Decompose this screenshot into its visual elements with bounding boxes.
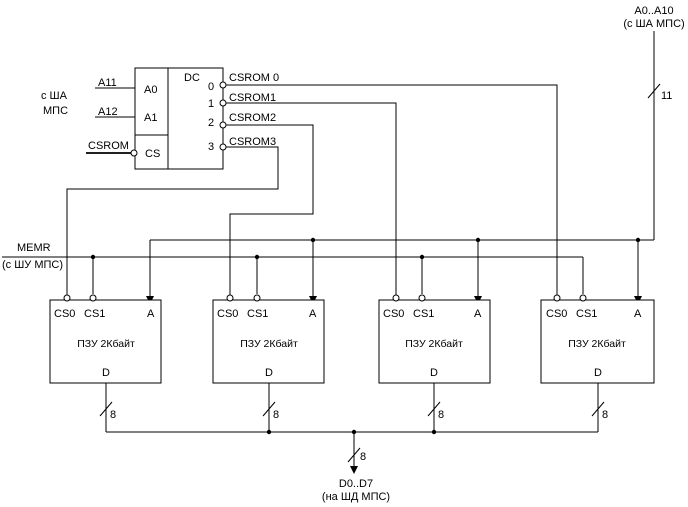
address-bus-width-label: 11 — [661, 90, 672, 102]
rom-chip-name: ПЗУ 2Кбайт — [568, 338, 626, 350]
cs0-inversion-bubble — [63, 294, 71, 302]
decoder-input-a0: A0 — [144, 84, 157, 96]
csrom-label: CSROM — [88, 140, 129, 152]
a11-label: A11 — [98, 77, 117, 89]
data-width-label: 8 — [438, 409, 444, 421]
decoder-output-0-num: 0 — [208, 81, 214, 93]
rom-chip-3: CS0 CS1 A ПЗУ 2Кбайт D — [378, 294, 491, 384]
cs0-pin-label: CS0 — [383, 308, 404, 320]
csrom1-wire — [226, 102, 397, 295]
rom-chip-name: ПЗУ 2Кбайт — [240, 338, 298, 350]
data-width-slash — [99, 401, 113, 417]
data-width-slash — [427, 401, 441, 417]
cs0-inversion-bubble — [392, 294, 400, 302]
cs0-inversion-bubble — [553, 294, 561, 302]
junction-dot — [431, 429, 437, 435]
decoder-output-2-bubble — [219, 121, 227, 129]
cs1-pin-label: CS1 — [576, 308, 597, 320]
cs0-pin-label: CS0 — [546, 308, 567, 320]
data-bus-destination-label: (на ШД МПС) — [322, 491, 390, 503]
rom-chip-name: ПЗУ 2Кбайт — [405, 338, 463, 350]
cs1-inversion-bubble — [418, 294, 426, 302]
cs1-pin-label: CS1 — [413, 308, 434, 320]
memr-label: MEMR — [17, 242, 51, 254]
decoder-output-2-num: 2 — [208, 117, 214, 129]
a-pin-label: A — [634, 308, 642, 320]
data-width-label: 8 — [110, 409, 116, 421]
rom-chip-1: CS0 CS1 A ПЗУ 2Кбайт D — [49, 294, 162, 384]
data-bus-width-label: 8 — [360, 451, 366, 463]
a-pin-label: A — [147, 308, 155, 320]
csrom2-label: CSROM2 — [229, 112, 276, 124]
data-width-slash — [591, 401, 605, 417]
d-pin-label: D — [594, 367, 602, 379]
data-bus-label: D0..D7 — [339, 478, 373, 490]
address-bus-source-label: (с ША МПС) — [623, 18, 684, 30]
rom-chip-body — [212, 299, 325, 384]
decoder-input-a1: A1 — [144, 112, 157, 124]
decoder-output-3-num: 3 — [208, 141, 214, 153]
decoder-block — [134, 67, 224, 170]
csrom0-wire — [226, 84, 558, 295]
rom-chip-4: CS0 CS1 A ПЗУ 2Кбайт D — [540, 294, 655, 384]
address-bus-label: A0..A10 — [634, 5, 673, 17]
csrom0-label: CSROM 0 — [229, 72, 279, 84]
csrom1-label: CSROM1 — [229, 92, 276, 104]
data-width-label: 8 — [602, 409, 608, 421]
memr-source-label: (с ШУ МПС) — [2, 259, 63, 271]
a-pin-label: A — [309, 308, 317, 320]
cs0-pin-label: CS0 — [54, 308, 75, 320]
source-label-line1: с ША — [41, 90, 68, 102]
cs1-pin-label: CS1 — [84, 308, 105, 320]
rom-chip-body — [49, 299, 162, 384]
cs1-inversion-bubble — [579, 294, 587, 302]
decoder-input-cs: CS — [145, 148, 160, 160]
rom-chip-name: ПЗУ 2Кбайт — [77, 338, 135, 350]
csrom3-wire — [66, 146, 279, 295]
d-pin-label: D — [265, 367, 273, 379]
data-bus-width-slash — [347, 447, 361, 463]
decoder-output-0-bubble — [219, 81, 227, 89]
a12-label: A12 — [98, 106, 118, 118]
data-width-label: 8 — [273, 409, 279, 421]
rom-chip-body — [378, 299, 491, 384]
junction-dot — [266, 429, 272, 435]
d-pin-label: D — [430, 367, 438, 379]
decoder-output-1-bubble — [219, 99, 227, 107]
cs1-pin-label: CS1 — [247, 308, 268, 320]
decoder-output-1-num: 1 — [208, 98, 214, 110]
rom-chip-2: CS0 CS1 A ПЗУ 2Кбайт D — [212, 294, 325, 384]
cs1-inversion-bubble — [253, 294, 261, 302]
source-label-line2: МПС — [43, 105, 68, 117]
decoder-output-3-bubble — [219, 143, 227, 151]
address-bus-width-slash — [647, 83, 661, 99]
cs0-pin-label: CS0 — [217, 308, 238, 320]
cs0-inversion-bubble — [226, 294, 234, 302]
cs1-inversion-bubble — [89, 294, 97, 302]
csrom2-wire — [226, 124, 314, 295]
decoder-title: DC — [184, 72, 200, 84]
d-pin-label: D — [102, 367, 110, 379]
data-width-slash — [262, 401, 276, 417]
csrom3-label: CSROM3 — [229, 136, 276, 148]
a-pin-label: A — [474, 308, 482, 320]
csrom-inversion-bubble — [130, 149, 138, 157]
